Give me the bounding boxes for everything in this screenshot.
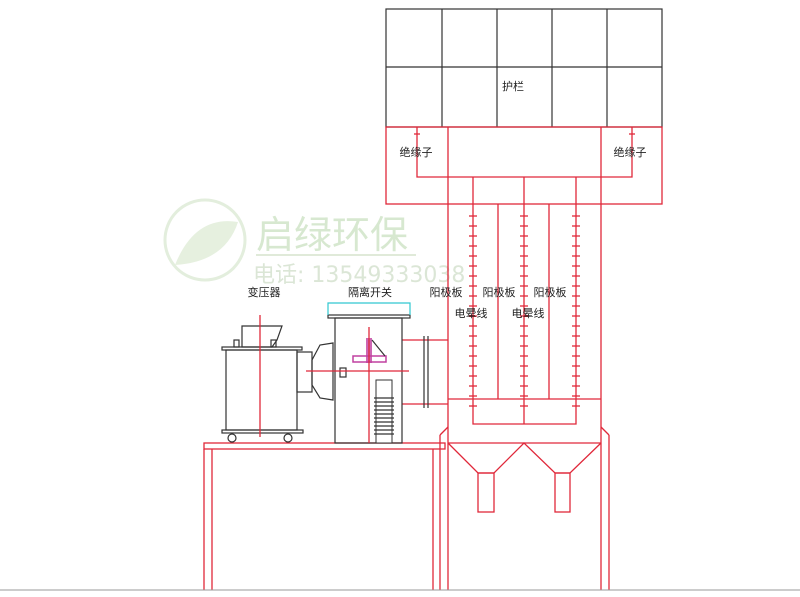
ash-hopper: [447, 442, 602, 474]
label-anode-plate: 阳极板: [483, 285, 516, 299]
hopper-outlet: [477, 472, 495, 513]
label-insulator-right: 绝缘子: [614, 145, 647, 159]
leaf-icon: [175, 221, 238, 265]
precipitator-body: [402, 127, 610, 590]
isolation-switch: [306, 302, 411, 444]
transformer: [221, 315, 334, 443]
equipment-platform: [0, 442, 800, 591]
label-corona-wire: 电晕线: [455, 306, 488, 320]
insulator-icon: [374, 397, 394, 435]
watermark-logo-icon: [163, 198, 247, 282]
hopper-outlet: [554, 472, 571, 513]
watermark-phone: 电话: 13549333038: [253, 263, 465, 288]
label-anode-plate: 阳极板: [430, 285, 463, 299]
guardrail: [385, 8, 663, 128]
corona-wire-ticks: [469, 215, 580, 407]
label-insulator-left: 绝缘子: [400, 145, 433, 159]
dimension-line: [327, 302, 411, 315]
label-transformer: 变压器: [248, 285, 281, 299]
label-isolation-switch: 隔离开关: [348, 285, 392, 299]
label-anode-plate: 阳极板: [534, 285, 567, 299]
watermark-brand: 启绿环保: [256, 213, 408, 257]
watermark: 启绿环保 电话: 13549333038: [163, 198, 465, 288]
label-guardrail: 护栏: [502, 79, 524, 93]
label-corona-wire: 电晕线: [512, 306, 545, 320]
